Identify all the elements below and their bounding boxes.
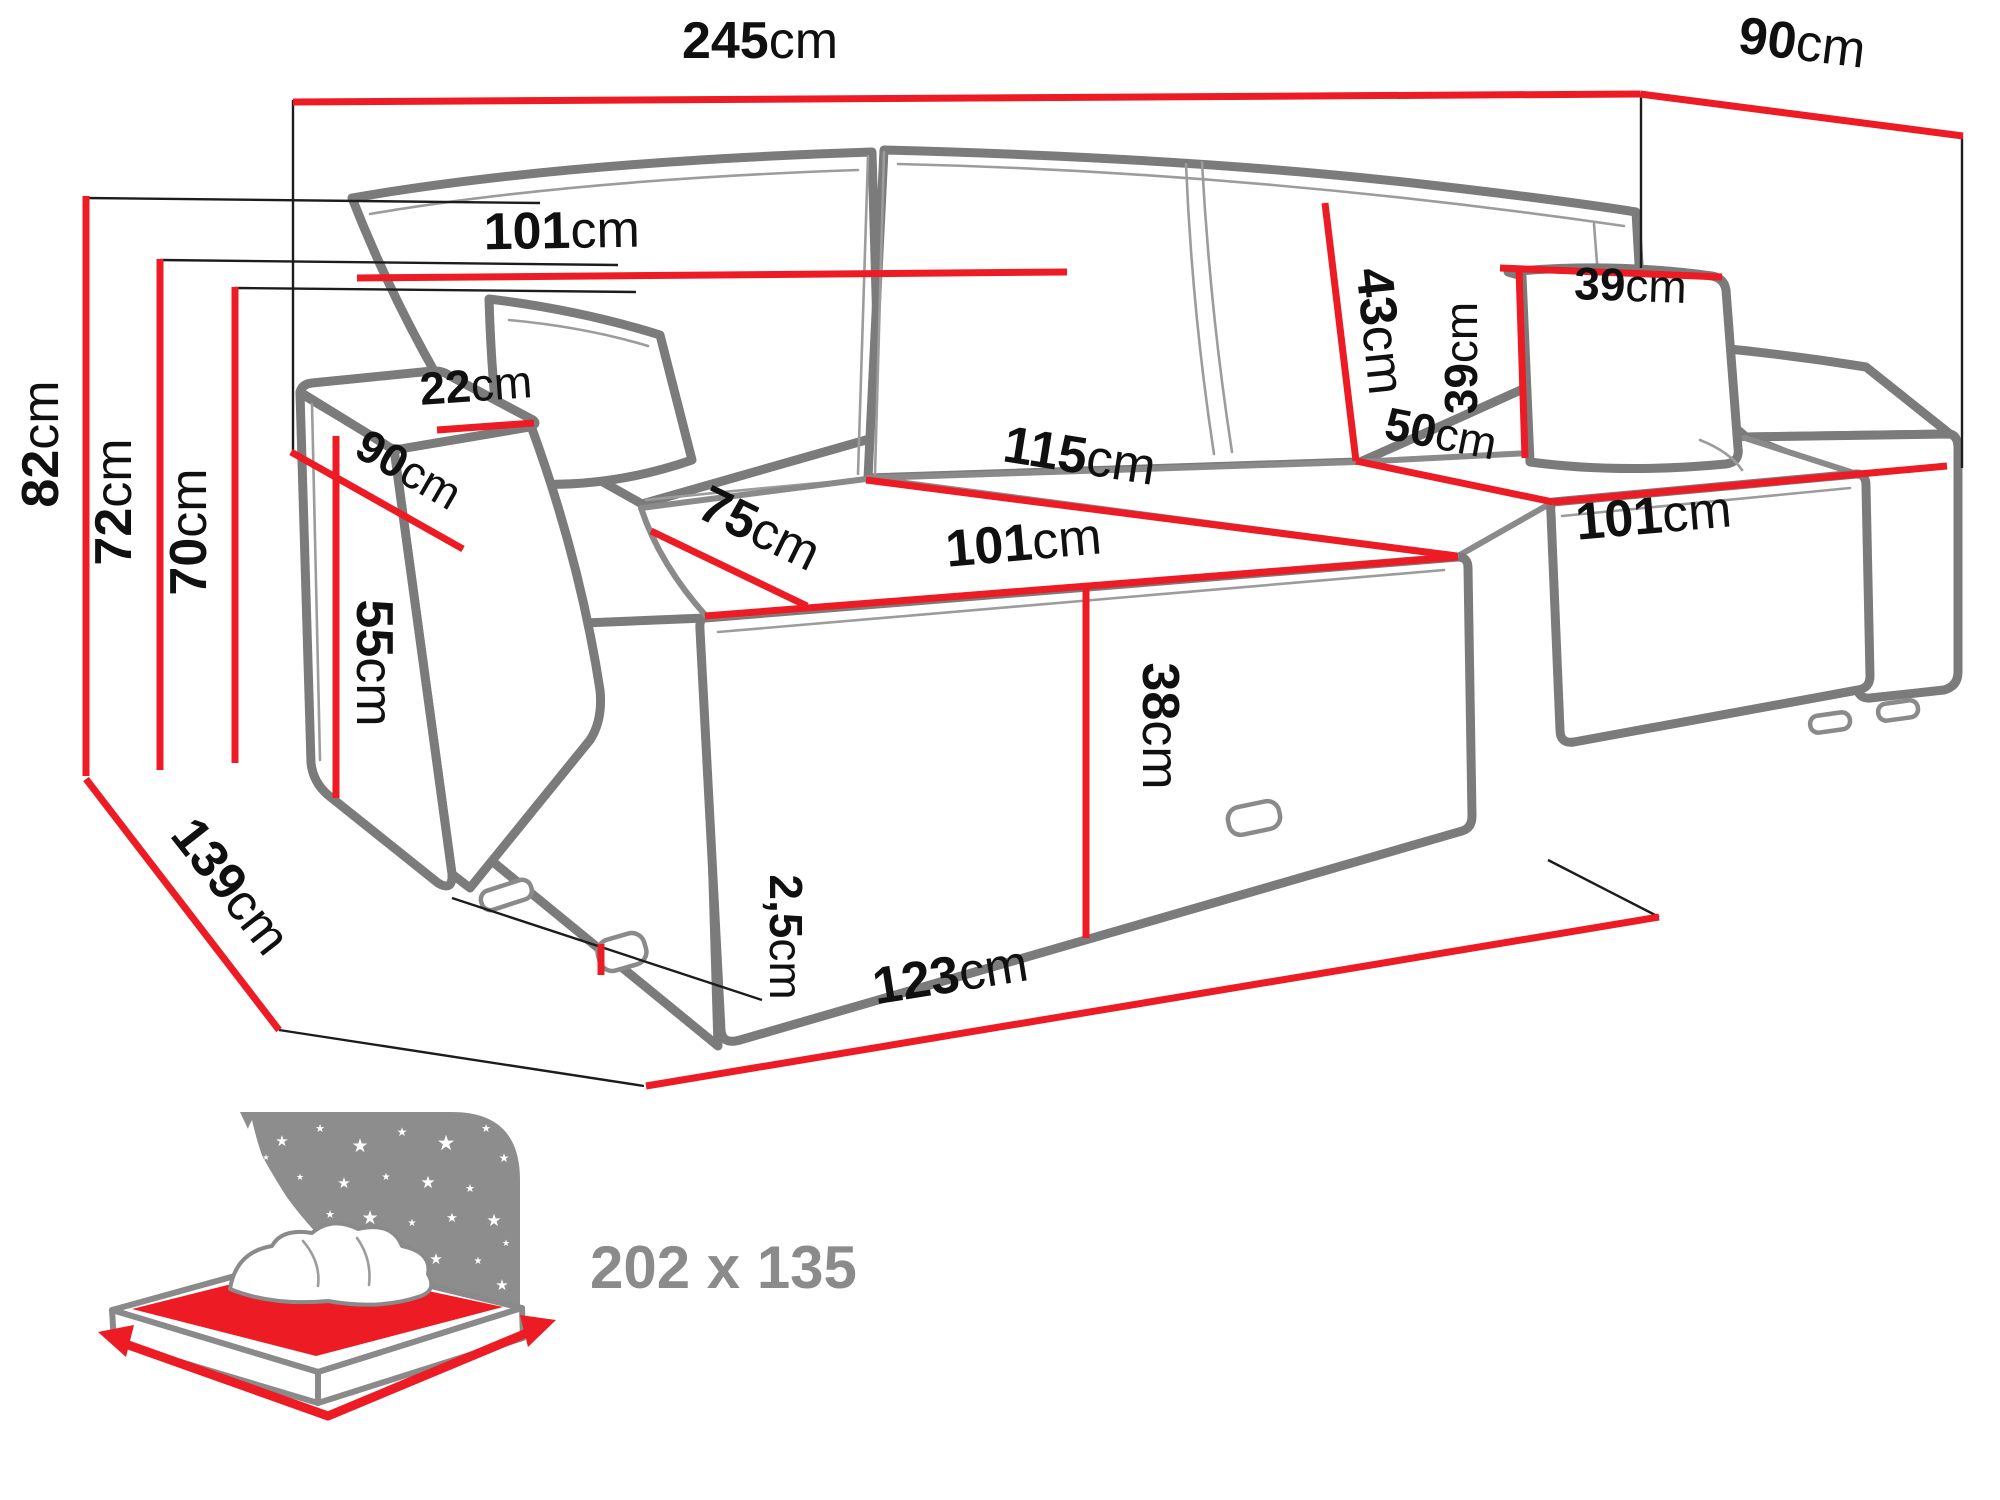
dim-line-22	[436, 419, 535, 434]
backrest-fold-1	[1184, 162, 1216, 456]
star-icon: ★	[437, 1131, 456, 1155]
dim-label-side-floor-depth: 139cm	[159, 807, 301, 966]
armrest-foot	[478, 877, 535, 913]
backrest-right-seam	[896, 162, 1626, 228]
right-foot-1	[1807, 710, 1853, 735]
dim-line-115	[865, 476, 1458, 560]
dimension-labels: 245cm 90cm 101cm 82cm 72cm 70cm 22cm 90c…	[12, 7, 1869, 1016]
dim-line-123	[645, 913, 1660, 1090]
dim-label-total-depth: 90cm	[1735, 7, 1868, 80]
floor-under-chaise	[451, 896, 763, 1002]
backrest-center-gap-2	[873, 150, 886, 476]
dim-label-pillow-width: 39cm	[1573, 257, 1687, 313]
ref-70-top	[234, 286, 637, 294]
right-seat-front-seam	[1560, 486, 1852, 518]
night-sky-panel	[240, 1112, 520, 1329]
star-icon: ★	[429, 1250, 442, 1268]
ref-82-top	[85, 196, 541, 205]
dim-line-50	[1355, 457, 1554, 506]
dim-label-chaise-length: 115cm	[999, 416, 1159, 497]
star-icon: ★	[325, 1208, 335, 1221]
ref-72-top	[159, 258, 619, 267]
floor-right	[1547, 858, 1660, 919]
dim-line-39-horiz	[1499, 264, 1723, 281]
dim-label-backrest-width: 101cm	[483, 201, 640, 262]
star-icon: ★	[420, 1173, 435, 1193]
star-icon: ★	[397, 1125, 408, 1139]
chaise-top-seam	[716, 568, 1446, 634]
dim-label-right-seat-width: 101cm	[1573, 480, 1734, 551]
dim-label-armrest-top-width: 22cm	[418, 355, 534, 415]
dim-line-43	[1321, 202, 1360, 462]
dim-label-total-width: 245cm	[682, 12, 838, 70]
right-foot-2	[1875, 698, 1921, 723]
floor-left	[278, 1028, 645, 1088]
dim-line-90-armrest	[289, 448, 465, 553]
star-icon: ★	[465, 1182, 475, 1195]
star-icon: ★	[408, 1218, 417, 1229]
star-icon: ★	[502, 1239, 510, 1249]
star-icon: ★	[474, 1256, 483, 1267]
star-icon: ★	[446, 1211, 458, 1226]
stars: ★★★★★★★★★★★★★★★★★★★★★★★★★★★★	[262, 1122, 510, 1305]
backrest-center-gap-1	[856, 154, 870, 476]
star-icon: ★	[486, 1211, 501, 1231]
left-pillow-fold	[507, 318, 650, 348]
dim-label-chaise-front-width: 101cm	[943, 507, 1104, 578]
dimension-lines	[82, 90, 1964, 1090]
star-icon: ★	[499, 1151, 510, 1165]
blanket	[228, 1221, 434, 1307]
right-seat-feet	[1807, 698, 1921, 735]
backrest-left-seam	[368, 168, 860, 216]
arrow-head-right-icon	[520, 1315, 556, 1347]
dim-line-101-right	[1552, 462, 1948, 506]
dim-label-height-backrest: 72cm	[85, 438, 143, 565]
star-icon: ★	[382, 1172, 391, 1183]
star-icon: ★	[296, 1173, 304, 1183]
star-icon: ★	[361, 1207, 378, 1229]
right-seat-front	[1546, 469, 1875, 747]
star-icon: ★	[275, 1132, 288, 1150]
chaise-feet	[595, 798, 1283, 974]
sleeping-area-label: 202 x 135	[590, 1234, 857, 1301]
star-icon: ★	[351, 1135, 368, 1157]
dim-label-front-floor-width: 123cm	[869, 934, 1032, 1016]
dim-line-101-backrest	[356, 268, 1068, 282]
star-icon: ★	[315, 1122, 325, 1135]
star-icon: ★	[337, 1174, 350, 1192]
sofa-drawing	[295, 145, 1963, 1051]
dim-label-leg-height: 2,5cm	[760, 874, 812, 999]
dim-label-height-total: 82cm	[12, 380, 70, 507]
reference-lines	[85, 96, 1964, 1088]
backrest-fold-2	[1200, 160, 1234, 454]
dim-label-seat-front-height: 38cm	[1131, 662, 1189, 789]
dim-line-75	[649, 527, 809, 610]
star-icon: ★	[481, 1122, 491, 1135]
right-pillow-fold	[1698, 438, 1744, 472]
dim-line-90-top	[1639, 90, 1964, 140]
chaise-foot-2	[1225, 798, 1283, 838]
dim-label-height-seat-back: 70cm	[160, 468, 218, 595]
blanket-fold-1	[301, 1239, 320, 1288]
dim-line-101-chaise	[704, 553, 1459, 620]
dim-label-back-cushion-height: 43cm	[1344, 265, 1415, 398]
dim-line-39-vert	[1515, 268, 1529, 459]
blanket-fold-2	[355, 1236, 371, 1287]
dim-label-seat-back-depth: 50cm	[1381, 397, 1501, 470]
dim-label-armrest-height: 55cm	[345, 599, 403, 726]
star-icon: ★	[495, 1276, 508, 1294]
arrow-head-left-icon	[98, 1325, 134, 1357]
sleeping-area-icon: ★★★★★★★★★★★★★★★★★★★★★★★★★★★★ 202 x 135	[98, 1112, 857, 1421]
dim-line-245	[292, 90, 1641, 106]
dim-label-pillow-height: 39cm	[1435, 302, 1487, 415]
dim-line-139	[83, 776, 282, 1033]
right-pillow	[1503, 263, 1743, 474]
star-icon: ★	[262, 1153, 269, 1162]
unfold-arrows	[118, 1325, 536, 1421]
